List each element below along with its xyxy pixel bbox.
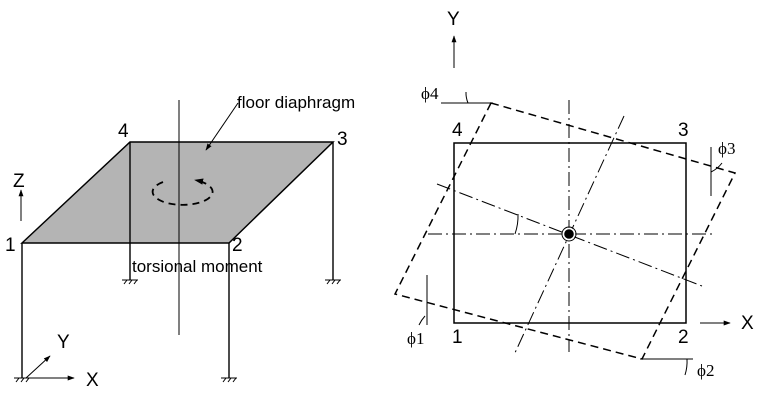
plan-node-2: 2 [678, 327, 689, 348]
left-node-1: 1 [5, 235, 16, 256]
left-x-axis-label: X [86, 370, 99, 391]
plan-y-axis-label: Y [447, 9, 460, 30]
left-node-3: 3 [337, 129, 348, 150]
support-3 [325, 279, 341, 285]
left-node-4: 4 [118, 121, 129, 142]
phi1-label: ϕ1 [407, 329, 425, 348]
plan-node-3: 3 [678, 120, 689, 141]
left-z-axis-label: Z [13, 171, 25, 192]
phi3-label: ϕ3 [718, 139, 736, 158]
phi3-arc [710, 162, 723, 173]
floor-diaphragm-label: floor diaphragm [237, 93, 356, 112]
center-of-rotation [562, 227, 576, 241]
floor-leader-line [205, 102, 239, 151]
ground-y-arrow [25, 355, 51, 379]
plan-node-4: 4 [452, 120, 463, 141]
support-4 [122, 279, 138, 285]
torsional-moment-arrow [151, 178, 214, 206]
support-2 [221, 377, 237, 383]
rotation-angle-arc [514, 213, 519, 235]
left-y-axis-label: Y [57, 332, 70, 353]
left-3d-frame [14, 100, 341, 383]
phi4-label: ϕ4 [421, 84, 439, 103]
torsional-moment-label: torsional moment [132, 257, 263, 276]
plan-x-axis-label: X [741, 313, 754, 334]
plan-node-1: 1 [452, 327, 463, 348]
left-node-2: 2 [232, 235, 243, 256]
phi2-arc [684, 358, 688, 376]
phi2-label: ϕ2 [697, 361, 715, 380]
support-1 [14, 377, 30, 383]
right-plan-view [393, 35, 737, 376]
original-floor-outline [453, 142, 687, 324]
floor-diaphragm [20, 141, 335, 244]
phi1-arc [418, 315, 426, 326]
phi4-arc [465, 91, 469, 104]
